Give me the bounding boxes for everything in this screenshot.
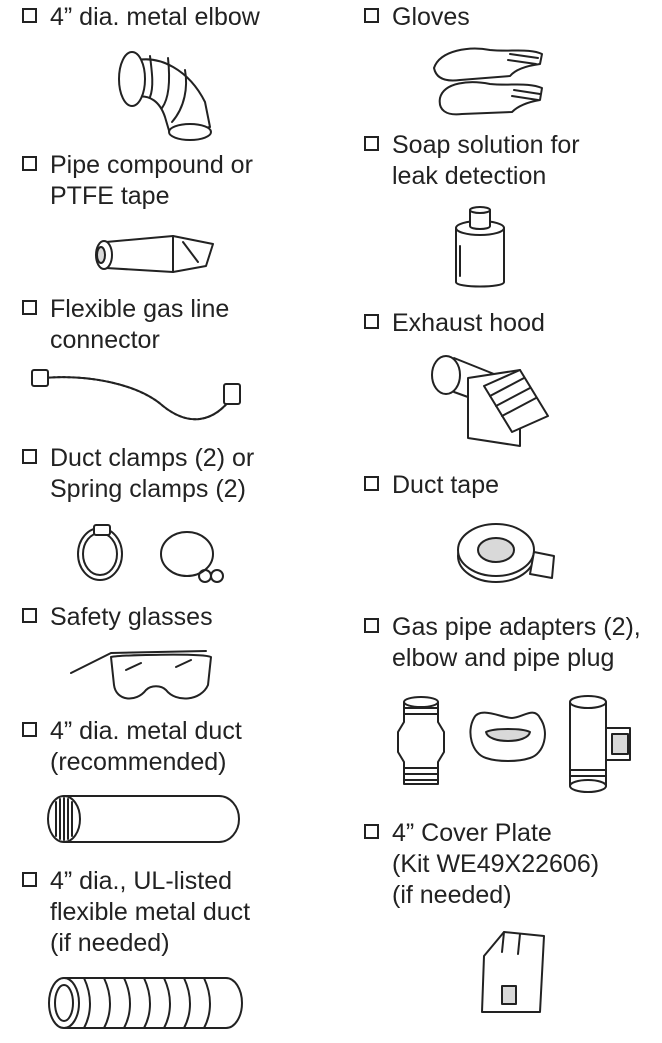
checklist-item-gloves: Gloves xyxy=(364,2,470,33)
checkbox[interactable] xyxy=(22,872,37,887)
checklist-item-exhaust-hood: Exhaust hood xyxy=(364,308,545,339)
item-label-line-1: Gas pipe adapters (2), xyxy=(392,613,641,641)
checklist-item-metal-elbow: 4” dia. metal elbow xyxy=(22,2,260,33)
checklist-item-duct-clamps: Duct clamps (2) or Spring clamps (2) xyxy=(22,443,254,505)
flexible-metal-duct-icon xyxy=(48,977,243,1029)
checkbox[interactable] xyxy=(22,300,37,315)
item-label-line-1: Duct clamps (2) or xyxy=(50,444,255,472)
item-label-line-3: (if needed) xyxy=(50,929,170,957)
item-label: 4” dia. metal elbow xyxy=(50,3,260,31)
gloves-icon xyxy=(433,47,543,116)
checklist-item-flexible-metal-duct: 4” dia., UL-listed flexible metal duct (… xyxy=(22,866,250,959)
checklist-item-gas-line-connector: Flexible gas line connector xyxy=(22,294,229,356)
checkbox[interactable] xyxy=(364,824,379,839)
duct-clamps-icon xyxy=(77,524,224,583)
item-label-line-2: flexible metal duct xyxy=(50,898,251,926)
item-label: Duct tape xyxy=(392,471,500,499)
checkbox[interactable] xyxy=(364,136,379,151)
checkbox[interactable] xyxy=(364,476,379,491)
item-label-line-1: 4” dia., UL-listed xyxy=(50,867,233,895)
item-label-line-1: Soap solution for xyxy=(392,131,580,159)
checklist-item-pipe-compound: Pipe compound or PTFE tape xyxy=(22,150,253,212)
pipe-compound-tube-icon xyxy=(95,235,214,273)
item-label-line-2: PTFE tape xyxy=(50,182,170,210)
cover-plate-icon xyxy=(481,931,545,1013)
item-label-line-1: 4” Cover Plate xyxy=(392,819,552,847)
item-label: Safety glasses xyxy=(50,603,213,631)
checkbox[interactable] xyxy=(364,618,379,633)
item-label-line-1: Pipe compound or xyxy=(50,151,253,179)
item-label-line-2: (recommended) xyxy=(50,748,227,776)
checklist-item-soap-solution: Soap solution for leak detection xyxy=(364,130,580,192)
flexible-gas-connector-icon xyxy=(31,369,241,421)
exhaust-hood-icon xyxy=(431,355,549,447)
item-label-line-2: elbow and pipe plug xyxy=(392,644,615,672)
metal-duct-icon xyxy=(47,795,240,843)
checkbox[interactable] xyxy=(22,156,37,171)
checkbox[interactable] xyxy=(22,8,37,23)
checkbox[interactable] xyxy=(22,449,37,464)
item-label-line-2: leak detection xyxy=(392,162,547,190)
item-label-line-2: Spring clamps (2) xyxy=(50,475,246,503)
metal-elbow-icon xyxy=(118,51,212,141)
checkbox[interactable] xyxy=(364,314,379,329)
item-label-line-1: 4” dia. metal duct xyxy=(50,717,242,745)
checkbox[interactable] xyxy=(22,722,37,737)
checklist-item-cover-plate: 4” Cover Plate (Kit WE49X22606) (if need… xyxy=(364,818,599,911)
item-label-line-2: connector xyxy=(50,326,160,354)
checkbox[interactable] xyxy=(364,8,379,23)
item-label-line-2: (Kit WE49X22606) xyxy=(392,850,600,878)
item-label: Exhaust hood xyxy=(392,309,545,337)
soap-bottle-icon xyxy=(455,206,505,288)
gas-pipe-adapters-icon xyxy=(397,695,631,793)
item-label-line-1: Flexible gas line xyxy=(50,295,230,323)
checkbox[interactable] xyxy=(22,608,37,623)
duct-tape-icon xyxy=(457,523,555,583)
checklist-item-safety-glasses: Safety glasses xyxy=(22,602,213,633)
checklist-item-duct-tape: Duct tape xyxy=(364,470,499,501)
safety-glasses-icon xyxy=(70,650,212,700)
item-label-line-3: (if needed) xyxy=(392,881,512,909)
checklist-item-gas-pipe-adapters: Gas pipe adapters (2), elbow and pipe pl… xyxy=(364,612,641,674)
item-label: Gloves xyxy=(392,3,470,31)
checklist-item-metal-duct: 4” dia. metal duct (recommended) xyxy=(22,716,242,778)
